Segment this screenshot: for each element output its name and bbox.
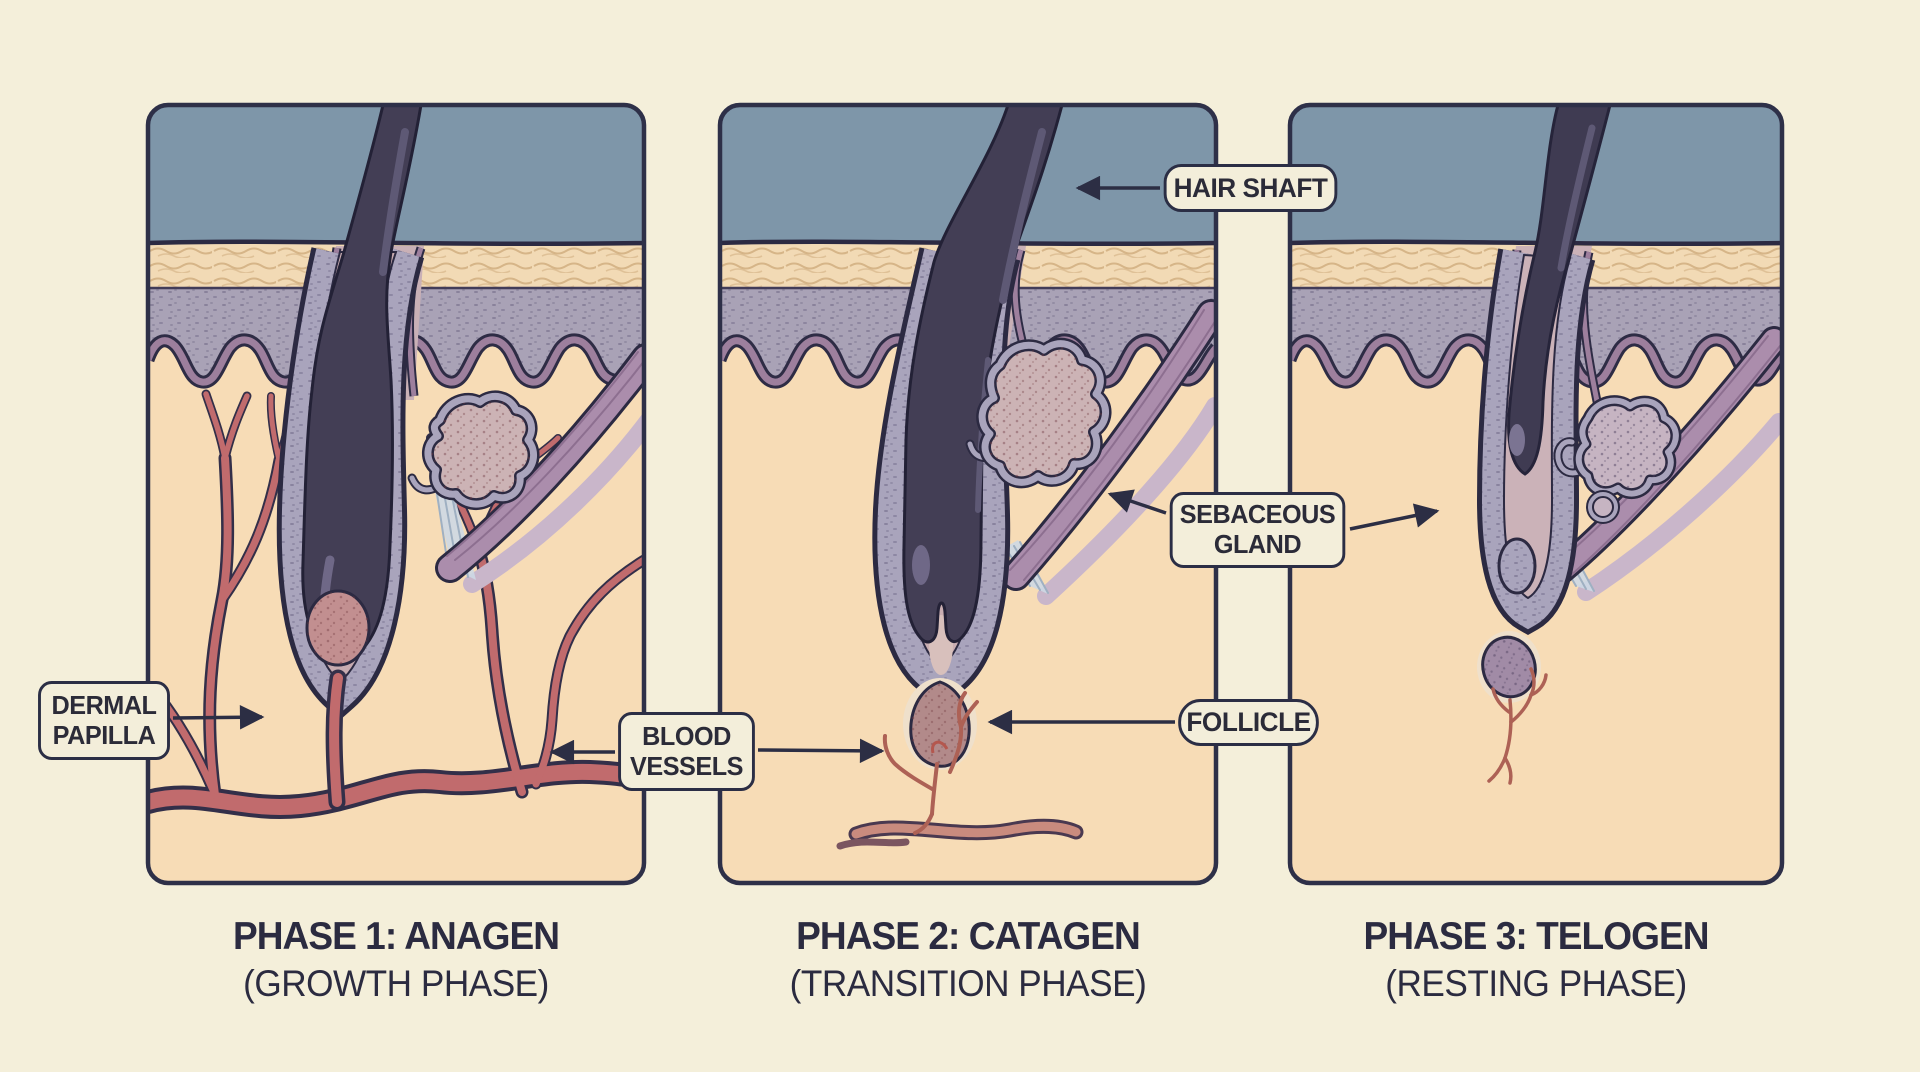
- sebaceous-gland-anagen: [407, 390, 540, 510]
- hair-shaft-telogen: [1507, 105, 1612, 476]
- blood-vessels-catagen: [836, 818, 1084, 850]
- dermal-papilla-arrow: [172, 704, 265, 730]
- follicle-label: FOLLICLE: [1178, 699, 1319, 746]
- phase-3-title-line: PHASE 3: TELOGEN: [1363, 915, 1709, 958]
- dermal-papilla-label-line2: PAPILLA: [52, 719, 156, 750]
- phase-2-title: PHASE 2: CATAGEN (TRANSITION PHASE): [702, 915, 1234, 1005]
- blood-vessels-arrow-right: [757, 738, 885, 764]
- vessel-sprig-telogen: [1487, 667, 1548, 785]
- panel-anagen-illustration: [148, 105, 644, 883]
- sebaceous-gland-label-line2: GLAND: [1213, 529, 1302, 559]
- annotation-arrows: [172, 175, 1440, 765]
- phase-1-subtitle-line: (GROWTH PHASE): [243, 962, 549, 1004]
- panel-telogen-illustration: [1290, 105, 1782, 883]
- dermal-papilla-label-line1: DERMAL: [51, 689, 157, 720]
- sebaceous-gland-arrow-left: [1107, 489, 1167, 515]
- sebaceous-gland-arrow-right: [1349, 503, 1440, 531]
- sebaceous-gland-label-line1: SEBACEOUS: [1179, 499, 1336, 530]
- panel-catagen-illustration: [720, 105, 1216, 883]
- dermal-papilla-anagen: [305, 589, 371, 667]
- sebaceous-gland-telogen: [1553, 395, 1682, 524]
- arrector-pili-catagen: [1001, 299, 1216, 605]
- vessel-sprig-catagen: [882, 691, 979, 835]
- hair-shaft-label: HAIR SHAFT: [1163, 164, 1338, 212]
- blood-vessels-label: BLOOD VESSELS: [618, 712, 755, 791]
- dermal-papilla-catagen: [903, 678, 977, 770]
- phase-3-subtitle-line: (RESTING PHASE): [1385, 962, 1687, 1004]
- phase-1-title: PHASE 1: ANAGEN (GROWTH PHASE): [130, 915, 662, 1005]
- follicle-label-text: FOLLICLE: [1186, 707, 1311, 738]
- phase-2-title-line: PHASE 2: CATAGEN: [796, 915, 1141, 958]
- phase-1-title-line: PHASE 1: ANAGEN: [232, 915, 560, 958]
- phase-3-title: PHASE 3: TELOGEN (RESTING PHASE): [1270, 915, 1802, 1005]
- hair-shaft-label-text: HAIR SHAFT: [1173, 172, 1328, 203]
- phase-2-subtitle-line: (TRANSITION PHASE): [789, 962, 1147, 1004]
- panel-anagen-border: [145, 102, 647, 886]
- dermal-papilla-label: DERMAL PAPILLA: [38, 681, 170, 760]
- sebaceous-gland-catagen: [965, 337, 1112, 489]
- dermal-papilla-telogen: [1477, 631, 1541, 703]
- blood-vessels-label-line1: BLOOD: [642, 720, 731, 751]
- hair-shaft-catagen: [902, 105, 1064, 644]
- blood-vessels-label-line2: VESSELS: [630, 750, 743, 781]
- sebaceous-gland-label: SEBACEOUS GLAND: [1169, 492, 1346, 568]
- follicle-telogen: [1476, 105, 1612, 636]
